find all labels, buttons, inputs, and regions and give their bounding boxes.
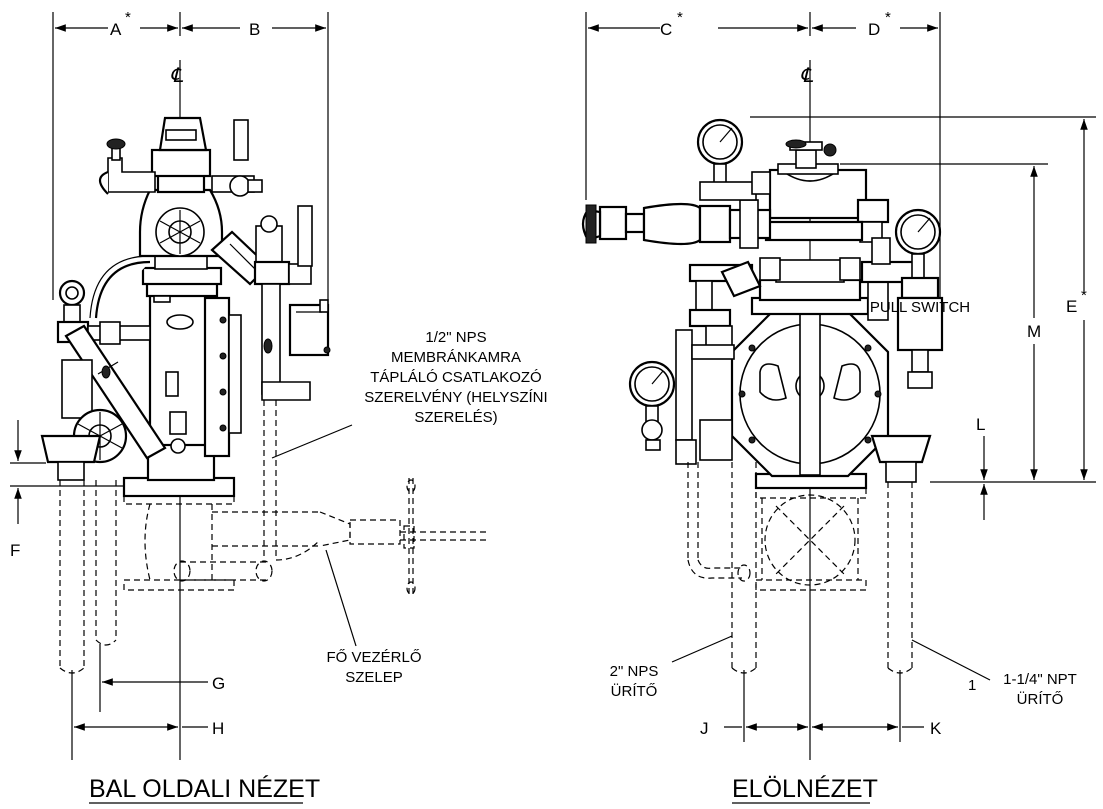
diaphragm-callout-line5: SZERELÉS) [414,409,497,426]
centerline-front-symbol: ℄ [800,63,814,87]
diaphragm-callout-line4: SZERELVÉNY (HELYSZÍNI [364,389,547,406]
dimension-l-label: L [976,415,985,434]
dimension-h-label: H [212,719,224,738]
drain-2in-line1: 2" NPS [610,663,659,680]
dimension-d-asterisk: * [885,9,891,26]
left-view-title: BAL OLDALI NÉZET [89,774,320,803]
drain-2in-callout: 2" NPS ÜRÍTŐ [610,663,659,700]
drain-114in-line1: 1-1/4" NPT [1003,671,1077,688]
left-side-view [10,12,490,760]
diaphragm-callout-line2: MEMBRÁNKAMRA [391,349,521,366]
main-valve-callout-line1: FŐ VEZÉRLŐ [326,649,421,666]
dimension-d-label: D [868,20,880,39]
dimension-k-label: K [930,719,942,738]
drain-114in-callout: 1 1-1/4" NPT ÜRÍTŐ [968,671,1077,708]
dimension-a-label: A [110,20,122,39]
dimension-c-asterisk: * [677,9,683,26]
dimension-b-label: B [249,20,260,39]
front-view: PULL SWITCH [581,12,1096,760]
dimension-e-label: E [1066,297,1077,316]
drain-2in-line2: ÜRÍTŐ [611,682,658,700]
diaphragm-callout-line3: TÁPLÁLÓ CSATLAKOZÓ [370,369,541,386]
dimension-a-asterisk: * [125,9,131,26]
diaphragm-supply-callout: 1/2" NPS MEMBRÁNKAMRA TÁPLÁLÓ CSATLAKOZÓ… [364,329,547,426]
front-view-title: ELÖLNÉZET [732,774,878,803]
main-valve-callout-line2: SZELEP [345,669,403,686]
dimension-c-label: C [660,20,672,39]
dimension-g-label: G [212,674,225,693]
dimension-f-label: F [10,541,20,560]
view-titles: BAL OLDALI NÉZET ELÖLNÉZET [89,774,878,804]
drain-stray-mark: 1 [968,677,976,694]
alarm-switch-tag: PULL SWITCH [870,299,970,316]
diaphragm-callout-line1: 1/2" NPS [425,329,486,346]
dimension-e-asterisk: * [1081,287,1087,304]
drain-114in-line2: ÜRÍTŐ [1017,690,1064,708]
dimension-m-label: M [1027,322,1041,341]
dimension-j-label: J [700,719,709,738]
centerline-left-symbol: ℄ [170,63,184,87]
main-control-valve-callout: FŐ VEZÉRLŐ SZELEP [326,649,421,686]
